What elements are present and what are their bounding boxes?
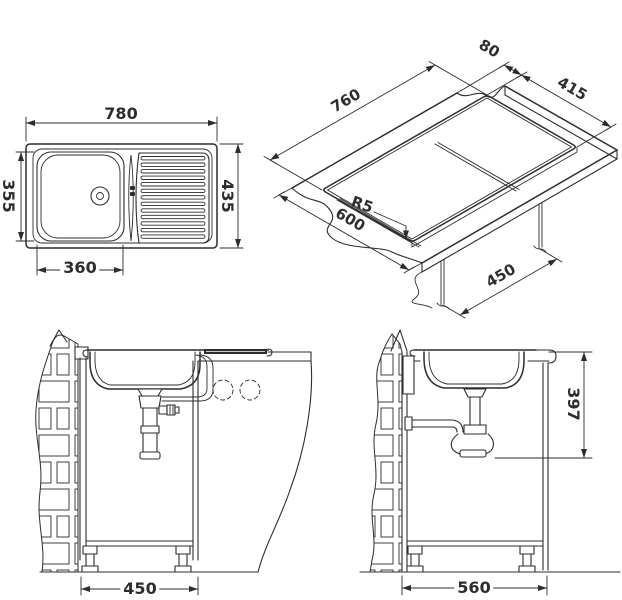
cabinet-legs (81, 545, 192, 573)
worktop-front-edge (421, 149, 618, 264)
wall-cap (49, 329, 68, 347)
worktop-rear-edge (291, 92, 458, 189)
worktop-end-face (504, 85, 618, 160)
drainboard-ribs (140, 156, 206, 239)
dim-397-lines (494, 351, 593, 459)
dim-label-435: 435 (218, 179, 237, 213)
dim-80-415-lines (456, 61, 617, 148)
tear-edge-right (257, 360, 313, 573)
dim-label-355: 355 (0, 179, 18, 213)
tap-hole-knockout (239, 379, 261, 401)
bowl-outer (36, 151, 125, 242)
overflow-mark-icon (130, 186, 135, 190)
wall-bricks (35, 334, 79, 573)
dim-r5-leader (373, 211, 409, 239)
worktop-tear-left (291, 187, 423, 264)
side-section-view (359, 329, 621, 596)
cabinet-front-panel (542, 362, 549, 571)
cutout-edge (323, 95, 576, 242)
dim-450-iso-lines (442, 248, 563, 319)
bowl-outer-wall (423, 351, 525, 389)
drainboard-outline (135, 152, 210, 244)
worktop-right-end-edge (504, 85, 618, 151)
isometric-view (263, 61, 618, 319)
cabinet-left-panel (79, 357, 87, 561)
dim-label-560: 560 (454, 580, 494, 596)
overflow-pipe (161, 354, 214, 402)
wall-cap (390, 329, 408, 352)
back-mounting-rail (402, 355, 415, 395)
dim-780-lines (25, 116, 218, 142)
bowl-inner (40, 154, 121, 239)
dim-label-397: 397 (564, 387, 583, 421)
dishwasher-spigot (158, 404, 180, 416)
sink-rim-inner-edge (32, 148, 213, 244)
cabinet-side-panels (336, 142, 547, 310)
dim-label-780: 780 (101, 106, 141, 122)
sink-outer-edge (25, 143, 218, 249)
bowl-inner-wall (94, 351, 196, 386)
bottle-trap (137, 388, 163, 460)
worktop-section (197, 351, 312, 362)
cabinet-legs (406, 545, 536, 573)
front-section-view (35, 329, 313, 596)
worktop-front-face (421, 149, 618, 273)
worktop-nose (527, 349, 557, 364)
bowl-inner-wall (428, 351, 520, 385)
bowl-board-divider (128, 154, 134, 242)
dim-435-lines (219, 143, 244, 249)
cabinet-right-panel (192, 360, 199, 561)
tap-hole-knockout (212, 379, 234, 401)
drain-hole (90, 186, 110, 206)
worktop-tear-below (411, 271, 433, 309)
drain-hole-center (96, 192, 104, 200)
dim-label-450-front: 450 (120, 581, 160, 597)
p-trap (404, 388, 494, 458)
cabinet-bottom-shelf (406, 540, 544, 547)
dim-760-lines (263, 61, 488, 191)
cabinet-bottom-shelf (85, 540, 194, 547)
dim-label-360: 360 (60, 260, 100, 276)
dim-355-lines (15, 151, 35, 242)
plan-view (15, 116, 244, 276)
overflow-mark-icon (130, 192, 135, 196)
wall-bricks (369, 333, 403, 573)
dim-600-lines (273, 187, 423, 274)
cutout-rim-inner (326, 97, 573, 240)
